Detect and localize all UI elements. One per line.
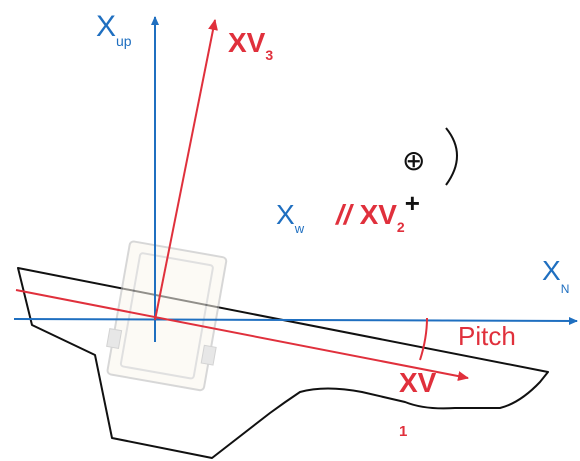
xv2-label-sub: 2 bbox=[397, 219, 405, 235]
xv2-label-sign: + bbox=[405, 188, 420, 218]
x-west-label-sub: w bbox=[294, 221, 305, 236]
x-west-label-main: X bbox=[276, 199, 295, 230]
xv3-vector bbox=[154, 19, 218, 321]
x-up-label-sub: up bbox=[116, 33, 132, 49]
into-page-symbol: ⊕ bbox=[402, 145, 425, 176]
pitch-angle-arc bbox=[419, 317, 428, 361]
xv1-vector bbox=[15, 289, 469, 381]
rotation-direction-arc bbox=[445, 127, 458, 186]
xv3-label-sub: 3 bbox=[265, 47, 273, 63]
xv2-label-main: XV bbox=[360, 199, 398, 230]
x-north-axis bbox=[13, 316, 578, 325]
x-up-label: Xup bbox=[96, 10, 132, 49]
xv1-label-sub: 1 bbox=[399, 423, 407, 440]
x-west-label: Xw bbox=[276, 199, 305, 236]
x-north-label: XN bbox=[542, 255, 569, 296]
x-north-label-sub: N bbox=[561, 282, 570, 296]
xv3-label-main: XV bbox=[228, 27, 266, 58]
ship-hull-outline bbox=[17, 267, 549, 459]
xv2-label: //XV2+ bbox=[334, 188, 420, 235]
x-up-label-main: X bbox=[96, 10, 116, 43]
xv2-label-prefix: // bbox=[334, 199, 355, 230]
sensor-device bbox=[106, 240, 228, 392]
x-north-label-main: X bbox=[542, 255, 561, 286]
xv3-label: XV3 bbox=[228, 27, 273, 63]
pitch-label: Pitch bbox=[458, 321, 516, 351]
xv1-label-main: XV bbox=[399, 367, 437, 398]
